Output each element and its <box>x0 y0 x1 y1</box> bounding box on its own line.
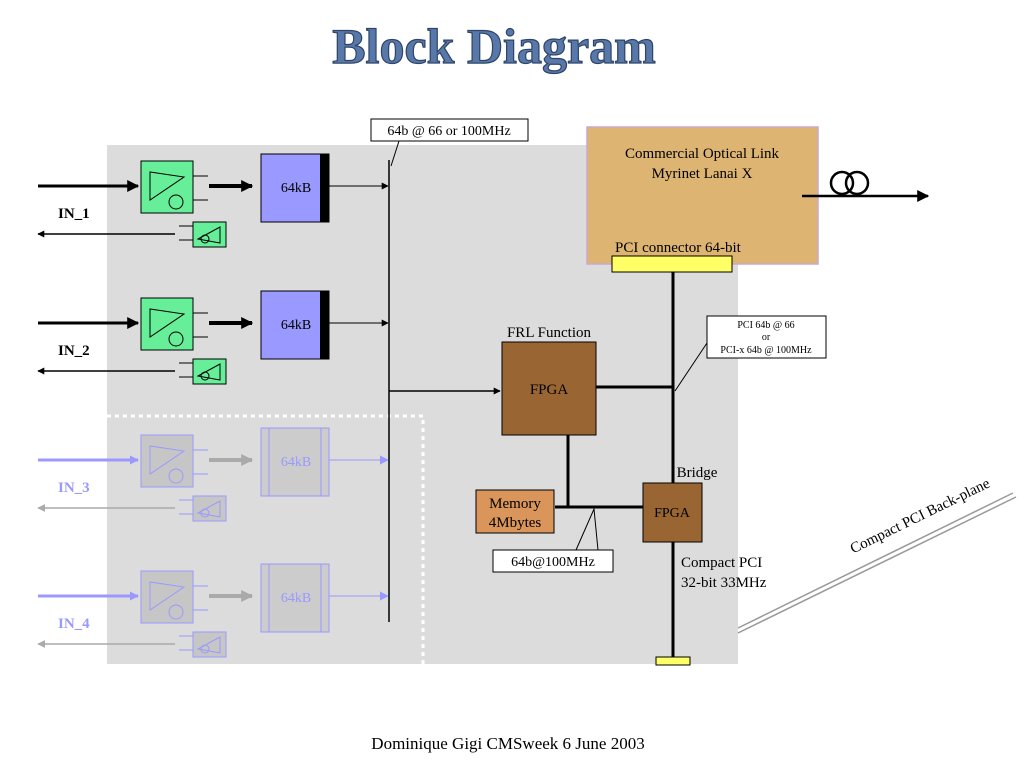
transmitter-box <box>192 221 227 248</box>
memory-bus-leader <box>575 507 599 551</box>
fifo-label: 64kB <box>281 455 311 470</box>
pci-note-leader <box>674 342 708 392</box>
inactive-region-border <box>107 414 425 664</box>
compact-pci-line2: 32-bit 33MHz <box>681 575 767 591</box>
receiver-box <box>140 160 194 214</box>
input-label: IN_2 <box>58 343 90 359</box>
fifo-edge <box>320 291 329 359</box>
pci-note-line3: PCI-x 64b @ 100MHz <box>720 345 812 356</box>
led-icon <box>200 644 210 654</box>
memory-line1: Memory <box>489 496 541 512</box>
fifo-box <box>260 563 330 633</box>
footer: Dominique Gigi CMSweek 6 June 2003 <box>371 734 644 753</box>
amplifier-icon <box>149 171 186 201</box>
transmitter-box <box>192 631 227 658</box>
transmitter-box <box>192 358 227 385</box>
pci-connector-label: PCI connector 64-bit <box>615 240 742 256</box>
fiber-loop-icon-2 <box>844 170 870 196</box>
optical-link-box <box>586 126 819 265</box>
pci-note-line1: PCI 64b @ 66 <box>737 320 794 331</box>
receiver-box <box>140 570 194 624</box>
compact-pci-line1: Compact PCI <box>681 555 762 571</box>
fifo-box <box>260 427 330 497</box>
backplane-label: Compact PCI Back-plane <box>848 475 993 557</box>
receiver-box <box>140 297 194 351</box>
memory-bus-label-box <box>492 549 614 573</box>
led-icon <box>200 234 210 244</box>
bridge-caption: Bridge <box>677 465 718 481</box>
frl-caption: FRL Function <box>507 325 592 341</box>
frl-fpga-label: FPGA <box>530 382 569 398</box>
input-label: IN_1 <box>58 206 90 222</box>
backplane-line-2 <box>737 496 1017 634</box>
input-channel-4: 64kB IN_4 <box>37 563 389 658</box>
frl-fpga-box <box>501 341 597 436</box>
input-label: IN_3 <box>58 480 90 496</box>
bus-label-box <box>370 118 529 142</box>
memory-line2: 4Mbytes <box>489 515 542 531</box>
pci-note-box <box>706 315 827 359</box>
input-channel-1: 64kB IN_1 <box>37 153 389 248</box>
bus-label: 64b @ 66 or 100MHz <box>387 124 510 139</box>
optical-link-line1: Commercial Optical Link <box>625 146 780 162</box>
photodiode-icon <box>168 194 184 210</box>
photodiode-icon <box>168 331 184 347</box>
pci-note-line2: or <box>762 332 771 343</box>
compact-pci-connector <box>655 656 691 666</box>
photodiode-icon <box>168 604 184 620</box>
fifo-label: 64kB <box>281 591 311 606</box>
page-title: Block Diagram <box>332 18 656 74</box>
bridge-fpga-box <box>642 482 703 543</box>
fiber-loop-icon <box>829 170 855 196</box>
amplifier-icon <box>149 445 186 475</box>
led-icon <box>200 508 210 518</box>
backplane-line-1 <box>737 492 1014 629</box>
led-icon <box>200 371 210 381</box>
amplifier-icon <box>149 581 186 611</box>
input-label: IN_4 <box>58 616 90 632</box>
photodiode-icon <box>168 468 184 484</box>
input-channel-2: 64kB IN_2 <box>37 290 389 385</box>
fifo-label: 64kB <box>281 318 311 333</box>
fifo-edge <box>320 154 329 222</box>
bridge-fpga-label: FPGA <box>654 506 691 521</box>
bus-label-leader <box>390 140 400 167</box>
fifo-label: 64kB <box>281 181 311 196</box>
input-channel-3: 64kB IN_3 <box>37 427 389 522</box>
input-channels: 64kB IN_1 64kB IN_2 64kB IN_3 64kB IN_4 <box>37 153 389 658</box>
optical-link-line2: Myrinet Lanai X <box>652 166 753 182</box>
amplifier-icon <box>149 308 186 338</box>
receiver-box <box>140 434 194 488</box>
pci-connector <box>611 255 733 273</box>
memory-box <box>475 489 555 534</box>
memory-bus-label: 64b@100MHz <box>511 555 595 570</box>
transmitter-box <box>192 495 227 522</box>
